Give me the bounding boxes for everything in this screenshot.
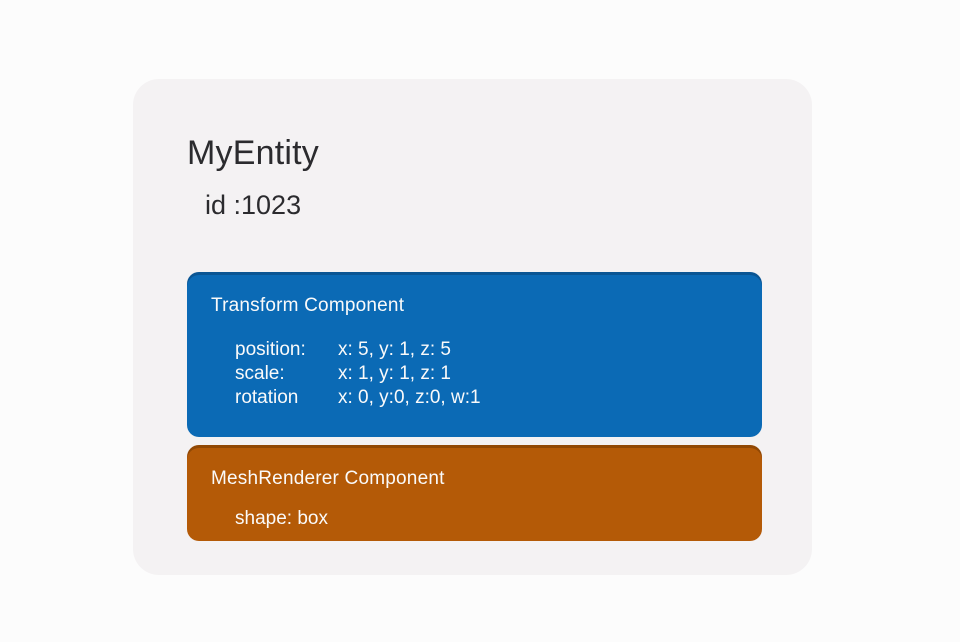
- property-label: rotation: [235, 387, 299, 408]
- transform-component-title: Transform Component: [211, 295, 405, 316]
- property-row-rotation: rotation x: 0, y:0, z:0, w:1: [235, 386, 481, 410]
- entity-card: MyEntity id :1023 Transform Component po…: [133, 79, 812, 575]
- property-label: shape: box: [235, 508, 328, 529]
- property-value: x: 5, y: 1, z: 5: [338, 339, 451, 360]
- property-row-scale: scale: x: 1, y: 1, z: 1: [235, 362, 481, 386]
- meshrenderer-properties: shape: box: [235, 507, 328, 531]
- property-label: position:: [235, 339, 306, 360]
- meshrenderer-component-title: MeshRenderer Component: [211, 468, 445, 489]
- transform-component-box: Transform Component position: x: 5, y: 1…: [187, 272, 762, 437]
- property-value: x: 0, y:0, z:0, w:1: [338, 387, 481, 408]
- property-value: x: 1, y: 1, z: 1: [338, 363, 451, 384]
- property-label: scale:: [235, 363, 285, 384]
- property-row-shape: shape: box: [235, 507, 328, 531]
- entity-title: MyEntity: [187, 134, 319, 172]
- component-list: Transform Component position: x: 5, y: 1…: [187, 272, 762, 541]
- meshrenderer-component-box: MeshRenderer Component shape: box: [187, 445, 762, 541]
- entity-id-label: id :1023: [205, 190, 302, 220]
- transform-properties: position: x: 5, y: 1, z: 5 scale: x: 1, …: [235, 338, 481, 410]
- property-row-position: position: x: 5, y: 1, z: 5: [235, 338, 481, 362]
